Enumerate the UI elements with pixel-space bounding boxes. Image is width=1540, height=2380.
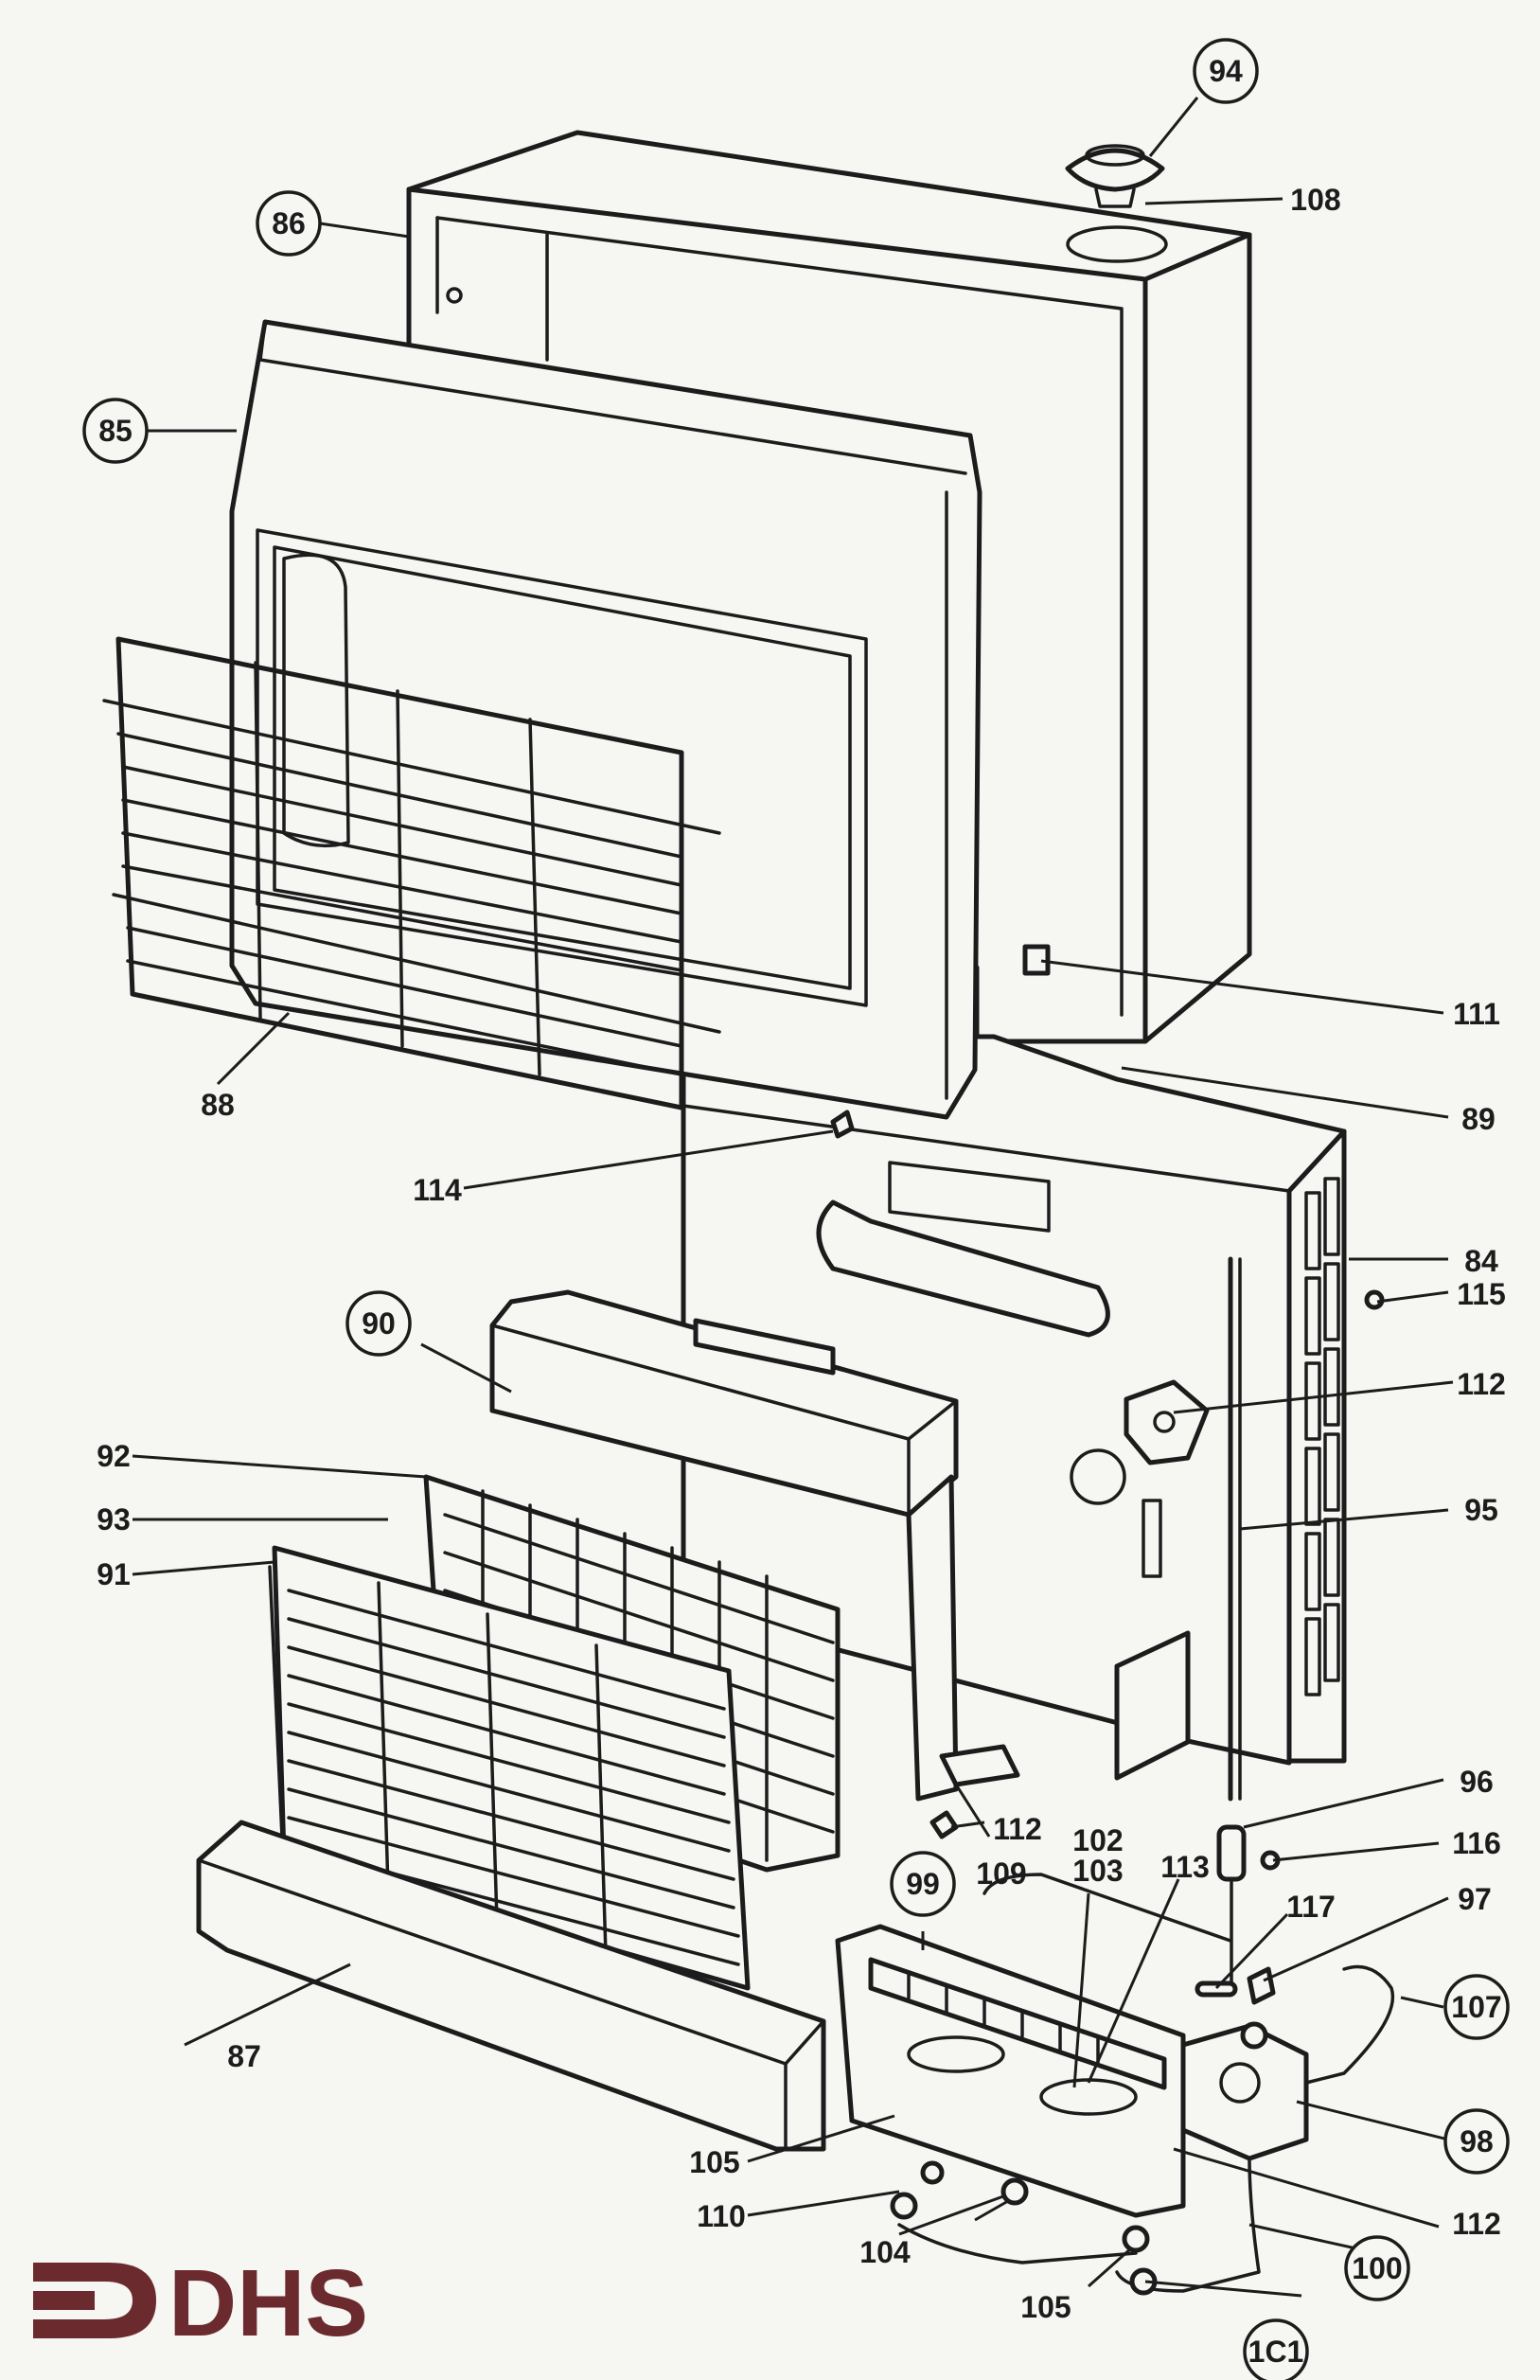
label-85: 85 <box>98 414 133 448</box>
label-113: 113 <box>1160 1850 1210 1884</box>
label-109: 109 <box>976 1856 1026 1891</box>
label-112-mid: 112 <box>993 1812 1042 1846</box>
label-104: 104 <box>859 2235 911 2269</box>
label-90: 90 <box>362 1306 396 1341</box>
label-92: 92 <box>97 1439 131 1473</box>
label-105-bottom: 105 <box>1020 2290 1071 2324</box>
part-84-heater-body <box>681 1034 1347 1802</box>
label-116: 116 <box>1452 1826 1501 1860</box>
label-111: 111 <box>1453 997 1500 1031</box>
part-96-thermocouple <box>1195 1824 1276 2005</box>
label-97: 97 <box>1458 1882 1492 1916</box>
logo-arrow-mark <box>33 2263 156 2338</box>
label-114: 114 <box>413 1173 462 1207</box>
leader-lines <box>132 97 1454 2298</box>
logo-text: DHS <box>168 2250 368 2353</box>
label-100: 100 <box>1352 2251 1402 2285</box>
part-87-base-plinth <box>196 1820 826 2152</box>
pipe-connections <box>890 2160 1158 2296</box>
label-102: 102 <box>1072 1823 1123 1857</box>
part-85-front-frame <box>229 319 982 1120</box>
label-93: 93 <box>97 1502 131 1536</box>
label-84: 84 <box>1464 1244 1498 1278</box>
part-labels: 94 108 86 85 88 111 89 114 84 115 90 112… <box>97 54 1506 2369</box>
label-98: 98 <box>1460 2124 1494 2158</box>
label-91: 91 <box>97 1557 131 1591</box>
label-96: 96 <box>1460 1765 1494 1799</box>
part-99-burner-assembly <box>835 1924 1186 2218</box>
part-90-burner-hood <box>489 1289 959 1802</box>
label-88: 88 <box>201 1088 235 1122</box>
label-95: 95 <box>1464 1493 1498 1527</box>
label-112-top: 112 <box>1457 1367 1506 1401</box>
label-103: 103 <box>1072 1854 1123 1888</box>
label-105-left: 105 <box>689 2145 739 2179</box>
dhs-logo: DHS <box>33 2250 368 2353</box>
small-fittings <box>830 944 1385 1871</box>
label-99: 99 <box>906 1867 940 1901</box>
label-108: 108 <box>1290 183 1340 217</box>
label-117: 117 <box>1286 1890 1336 1924</box>
label-110: 110 <box>697 2199 746 2233</box>
label-115: 115 <box>1457 1277 1506 1311</box>
label-89: 89 <box>1461 1102 1496 1136</box>
part-98-gas-valve <box>982 1873 1395 2293</box>
label-86: 86 <box>272 206 306 240</box>
circled-labels <box>82 38 1510 2380</box>
label-107: 107 <box>1451 1990 1501 2024</box>
label-87: 87 <box>227 2039 261 2073</box>
part-94-knob <box>1065 144 1165 208</box>
label-101: 1C1 <box>1248 2335 1304 2369</box>
label-94: 94 <box>1209 54 1243 88</box>
label-112-bottom: 112 <box>1452 2207 1501 2241</box>
part-88-wire-guard <box>102 636 721 1110</box>
